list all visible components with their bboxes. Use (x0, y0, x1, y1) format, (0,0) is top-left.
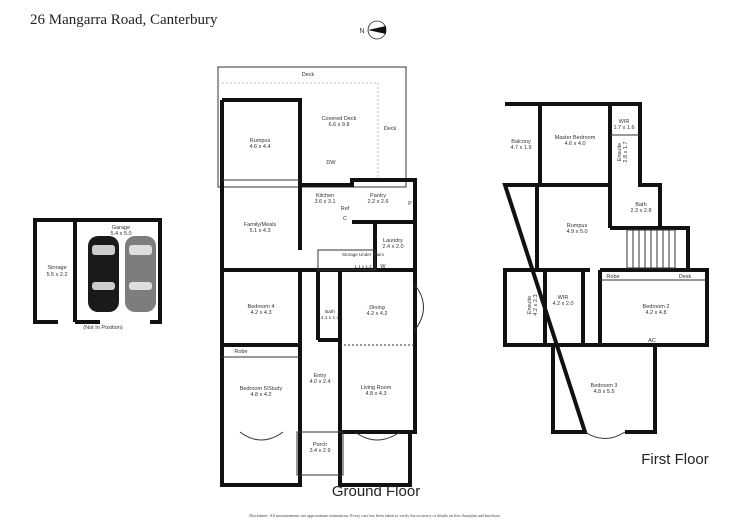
room-label: Porch (313, 442, 327, 448)
room-label: Ensuite (527, 296, 533, 314)
room-label: Laundry (383, 238, 403, 244)
room-dims: 4.1 x 1.2 (321, 315, 340, 321)
room-dims: 5.4 x 5.0 (110, 231, 131, 237)
desk-label: Desk (679, 274, 692, 280)
compass-north-label: N (359, 28, 364, 35)
room-label: Bath (635, 202, 646, 208)
room-dims: 4.2 x 2.0 (552, 301, 573, 307)
room-dims: 2.4 x 2.0 (382, 244, 403, 250)
room-label: Storage (47, 265, 66, 271)
room-dims: 2.8 x 1.7 (623, 141, 629, 162)
cupboard-label: C (343, 216, 347, 222)
room-label: Kitchen (316, 193, 334, 199)
room-label: Dining (369, 305, 385, 311)
deck-label: Deck (302, 72, 315, 78)
ground-floor-label: Ground Floor (332, 483, 420, 500)
room-label: Living Room (361, 385, 392, 391)
room-dims: 1.7 x 1.6 (613, 125, 634, 131)
room-label: Bedroom 3 (591, 383, 618, 389)
room-dims: 4.6 x 4.4 (249, 144, 270, 150)
dishwasher-label: DW (326, 160, 336, 166)
room-dims: 5.1 x 4.3 (249, 228, 270, 234)
room-dims: 4.8 x 5.5 (593, 389, 614, 395)
washer-label: W (380, 264, 386, 270)
room-label: Balcony (511, 139, 531, 145)
room-dims: 4.2 x 4.2 (366, 311, 387, 317)
staircase-icon (626, 229, 676, 269)
ground-floor-plan: Deck Deck Covered Deck 6.6 x 9.8 Rumpus … (217, 66, 424, 500)
room-label: Master Bedroom (555, 135, 596, 141)
room-dims: 4.8 x 4.3 (365, 391, 386, 397)
room-dims: 4.2 x 2.3 (533, 294, 539, 315)
room-dims: 2.2 x 2.6 (367, 199, 388, 205)
room-dims: 4.2 x 4.3 (250, 310, 271, 316)
room-dims: 4.6 x 4.0 (564, 141, 585, 147)
room-label: Bedroom 4 (248, 304, 275, 310)
room-label: Bedroom 5/Study (240, 386, 283, 392)
room-label: WIR (558, 295, 569, 301)
first-floor-plan: Balcony 4.7 x 1.9 Master Bedroom 4.6 x 4… (502, 102, 709, 468)
room-label: Entry (314, 373, 327, 379)
room-label: WIR (619, 119, 630, 125)
property-address-title: 26 Mangarra Road, Canterbury (30, 12, 218, 28)
robe-label: Robe (606, 274, 619, 280)
room-dims: 1.1 x 1.2 (354, 264, 372, 269)
ac-label: AC (648, 338, 656, 344)
room-dims: 3.6 x 3.1 (314, 199, 335, 205)
room-dims: 6.6 x 9.8 (328, 122, 349, 128)
room-label: Family/Meals (244, 222, 277, 228)
deck-label: Deck (384, 126, 397, 132)
room-label: Pantry (370, 193, 386, 199)
garage-plan: Storage 5.5 x 2.2 Garage 5.4 x 5.0 (Not … (33, 218, 162, 331)
room-label: Garage (112, 225, 130, 231)
compass-icon: N (359, 20, 387, 40)
room-label: Rumpus (250, 138, 271, 144)
pantry-shelf-label: P (408, 201, 412, 207)
room-dims: 4.2 x 4.8 (645, 310, 666, 316)
robe-label: Robe (234, 349, 247, 355)
room-dims: 3.4 x 2.9 (309, 448, 330, 454)
disclaimer-text: Disclaimer: All measurements are approxi… (249, 513, 501, 518)
fridge-label: Ref (341, 206, 350, 212)
room-dims: 5.5 x 2.2 (46, 272, 67, 278)
room-label: Rumpus (567, 223, 588, 229)
room-label: Ensuite (617, 143, 623, 161)
room-label: Bath (325, 309, 335, 315)
room-dims: 4.9 x 5.0 (566, 229, 587, 235)
room-label: Covered Deck (322, 116, 357, 122)
first-floor-label: First Floor (641, 451, 709, 468)
room-label: Storage Under Stairs (342, 252, 385, 257)
room-dims: 4.7 x 1.9 (510, 145, 531, 151)
not-in-position-note: (Not In Position) (83, 325, 123, 331)
room-label: Bedroom 2 (643, 304, 670, 310)
room-dims: 4.8 x 4.2 (250, 392, 271, 398)
room-dims: 4.0 x 2.4 (309, 379, 330, 385)
room-dims: 2.3 x 2.8 (630, 208, 651, 214)
